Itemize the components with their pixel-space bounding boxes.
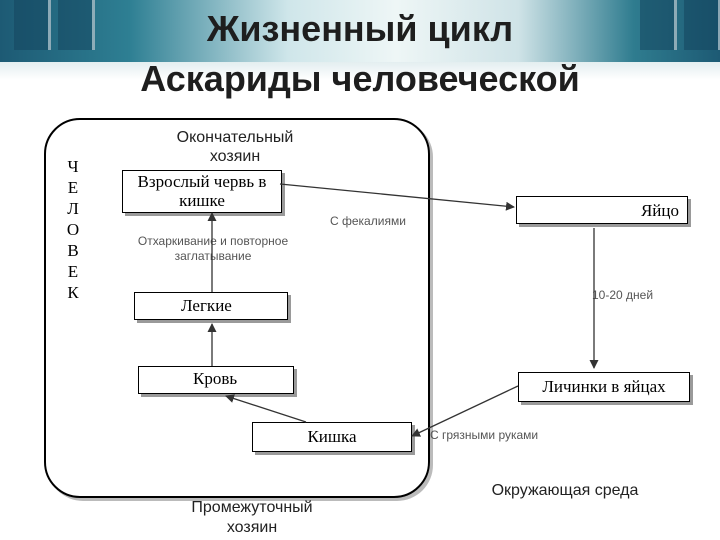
- blood-node: Кровь: [138, 366, 294, 394]
- dirty-hands-label: С грязными руками: [430, 428, 539, 442]
- arrow-intestine-to-blood: [225, 394, 307, 423]
- human-letter: К: [67, 283, 79, 302]
- human-letter: Е: [67, 262, 79, 281]
- banner-decoration: [640, 0, 677, 50]
- header-banner: [0, 0, 720, 62]
- adult-worm-node: Взрослый червь в кишке: [122, 170, 282, 213]
- human-vertical-label: Ч Е Л О В Е К: [58, 156, 88, 303]
- header-fade: [0, 62, 720, 80]
- expectoration-label: Отхаркивание и повторное заглатывание: [137, 234, 289, 263]
- banner-decoration: [14, 0, 51, 50]
- human-letter: Ч: [67, 157, 79, 176]
- human-letter: Л: [67, 199, 79, 218]
- environment-label: Окружающая среда: [491, 482, 639, 499]
- banner-decoration: [684, 0, 720, 50]
- lungs-node: Легкие: [134, 292, 288, 320]
- human-letter: В: [67, 241, 79, 260]
- intermediate-host-label: Промежуточный хозяин: [191, 499, 313, 536]
- arrow-adult-to-egg: [279, 183, 515, 211]
- human-letter: Е: [67, 178, 79, 197]
- egg-node: Яйцо: [516, 196, 688, 224]
- banner-decoration: [58, 0, 95, 50]
- with-feces-label: С фекалиями: [330, 214, 406, 228]
- human-host-frame: [44, 118, 430, 498]
- human-letter: О: [66, 220, 80, 239]
- larvae-node: Личинки в яйцах: [518, 372, 690, 402]
- days-label: 10-20 дней: [592, 288, 654, 302]
- page-title-line2: Аскариды человеческой: [140, 58, 580, 99]
- final-host-label: Окончательный хозяин: [176, 129, 294, 165]
- intestine-node: Кишка: [252, 422, 412, 452]
- page-title-line1: Жизненный цикл: [206, 8, 514, 49]
- arrow-larvae-to-intestine: [411, 385, 519, 437]
